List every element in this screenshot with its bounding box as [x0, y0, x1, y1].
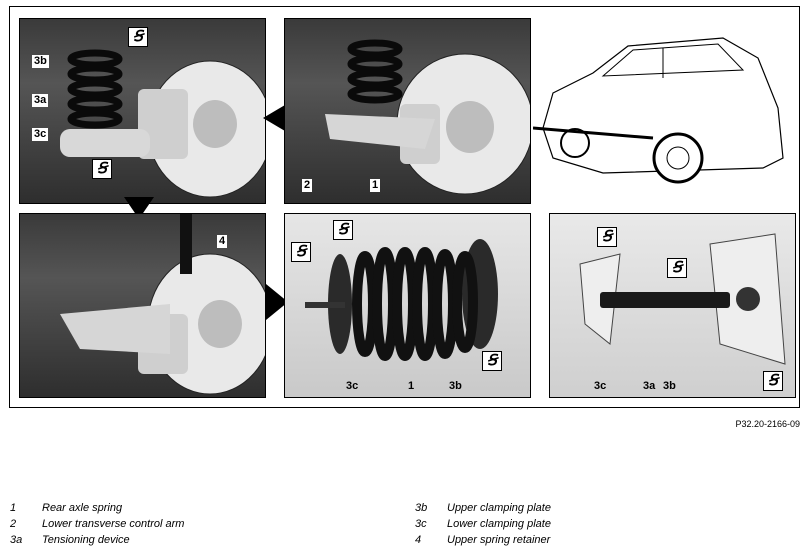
legend-text: Rear axle spring: [42, 502, 123, 514]
callout-1: 1: [408, 380, 415, 392]
arrow-left-icon: [263, 105, 285, 131]
legend-number: 3a: [10, 534, 23, 546]
figure-frame: 3b 3a 3c Ꞩ Ꞩ 2 1: [9, 6, 800, 408]
callout-3a: 3a: [32, 94, 49, 107]
callout-3c: 3c: [346, 380, 359, 392]
special-tool-icon: Ꞩ: [482, 351, 502, 371]
special-tool-icon: Ꞩ: [597, 227, 617, 247]
special-tool-icon: Ꞩ: [763, 371, 783, 391]
callout-1: 1: [370, 179, 381, 192]
photo-panel-spring-retainer: 4: [19, 213, 266, 398]
photo-panel-spring-installed: 3b 3a 3c Ꞩ Ꞩ: [19, 18, 266, 204]
callout-3a: 3a: [643, 380, 656, 392]
special-tool-icon: Ꞩ: [333, 220, 353, 240]
photo-panel-tool-only: Ꞩ Ꞩ Ꞩ 3c 3a 3b: [549, 213, 796, 398]
legend-left: 1 Rear axle spring 2 Lower transverse co…: [10, 500, 390, 550]
legend-number: 4: [415, 534, 422, 546]
figure-reference: P32.20-2166-09: [735, 419, 800, 429]
special-tool-icon: Ꞩ: [291, 242, 311, 262]
vehicle-outline: [532, 37, 784, 184]
legend-right: 3b Upper clamping plate 3c Lower clampin…: [415, 500, 795, 550]
photo-control-arm: [325, 39, 530, 195]
legend-item: 2 Lower transverse control arm: [10, 516, 390, 532]
arrow-right-icon: [266, 284, 288, 320]
callout-2: 2: [302, 179, 313, 192]
special-tool-icon: Ꞩ: [128, 27, 148, 47]
photo-panel-control-arm: 2 1: [284, 18, 531, 204]
special-tool-icon: Ꞩ: [92, 159, 112, 179]
photo-spring-installed: [60, 49, 265, 198]
photo-spring-retainer: [60, 214, 265, 395]
legend-text: Upper spring retainer: [447, 534, 551, 546]
legend-number: 3c: [415, 518, 427, 530]
callout-3b: 3b: [663, 380, 676, 392]
legend-number: 1: [10, 502, 17, 514]
legend-item: 3a Tensioning device: [10, 532, 390, 548]
legend-item: 3c Lower clamping plate: [415, 516, 795, 532]
legend-item: 3b Upper clamping plate: [415, 500, 795, 516]
callout-3b: 3b: [449, 380, 462, 392]
legend-item: 1 Rear axle spring: [10, 500, 390, 516]
legend-text: Lower transverse control arm: [42, 518, 185, 530]
photo-tensioning-tool: [579, 233, 786, 365]
special-tool-icon: Ꞩ: [667, 258, 687, 278]
callout-4: 4: [217, 235, 228, 248]
arrow-down-icon: [124, 197, 154, 219]
legend-number: 3b: [415, 502, 428, 514]
photo-panel-spring-compressed: Ꞩ Ꞩ Ꞩ 3c 1 3b: [284, 213, 531, 398]
legend-text: Upper clamping plate: [447, 502, 551, 514]
legend-number: 2: [10, 518, 17, 530]
legend-item: 4 Upper spring retainer: [415, 532, 795, 548]
callout-3c: 3c: [594, 380, 607, 392]
legend-text: Lower clamping plate: [447, 518, 551, 530]
vehicle-drawing: [532, 18, 798, 204]
legend-text: Tensioning device: [42, 534, 130, 546]
callout-3b: 3b: [32, 55, 49, 68]
photo-spring-compressed: [305, 239, 498, 361]
callout-3c: 3c: [32, 128, 49, 141]
